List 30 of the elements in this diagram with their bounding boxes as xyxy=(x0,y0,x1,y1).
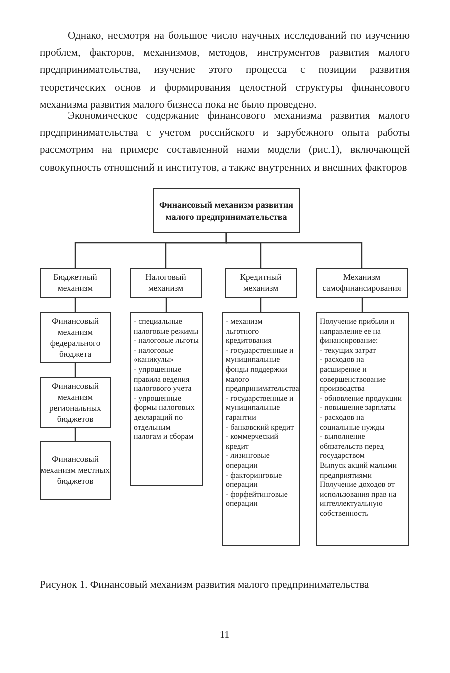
connector-line xyxy=(74,428,76,441)
connector-line xyxy=(74,363,76,377)
list-box xyxy=(316,312,409,546)
paragraph: Экономическое содержание финансового механизма развития малого предпринимательства с учетом российского и зарубежного опыта работы рассмотрим на примере составленной нами модели (рис.1), включающей совокупность отношений и институтов, а также внутренних и внешних факторов xyxy=(40,110,410,176)
mechanism-box xyxy=(40,377,111,428)
box-text: Бюджетный механизм xyxy=(52,272,98,294)
mechanism-box xyxy=(130,268,202,298)
list-box xyxy=(130,312,203,486)
title-box xyxy=(153,188,300,233)
connector-line xyxy=(166,298,168,312)
box-text: Финансовый механизм федерального бюджета xyxy=(49,316,102,360)
figure-caption: Рисунок 1. Финансовый механизм развития малого предпринимательства xyxy=(40,580,370,591)
box-text: Механизм самофинансирования xyxy=(322,272,402,294)
mechanism-box xyxy=(40,312,111,363)
mechanism-box xyxy=(225,268,297,298)
connector-line xyxy=(260,298,262,312)
mechanism-box xyxy=(316,268,408,298)
box-text: Финансовый механизм региональных бюджетов xyxy=(48,380,102,424)
mechanism-box xyxy=(40,441,111,500)
list-box xyxy=(222,312,300,546)
paragraph: Однако, несмотря на большое число научных исследований по изучению проблем, факторов, механизмов, методов, инструментов развития малого предпринимательства, изучение этого процесса с позиции развития теоретических основ и формирования целостной структуры финансового механизма развития малого бизнеса пока не было проведено. xyxy=(40,30,410,112)
box-text: Финансовый механизм местных бюджетов xyxy=(41,454,110,487)
box-text: Кредитный механизм xyxy=(239,272,283,294)
mechanism-box xyxy=(40,268,111,298)
connector-line xyxy=(74,298,76,312)
connector-line xyxy=(362,298,364,312)
box-text: Финансовый механизм развития малого предпринимательства xyxy=(158,198,295,222)
box-text: Налоговый механизм xyxy=(144,272,188,294)
connector-line xyxy=(226,233,363,268)
page-number: 11 xyxy=(220,630,230,641)
